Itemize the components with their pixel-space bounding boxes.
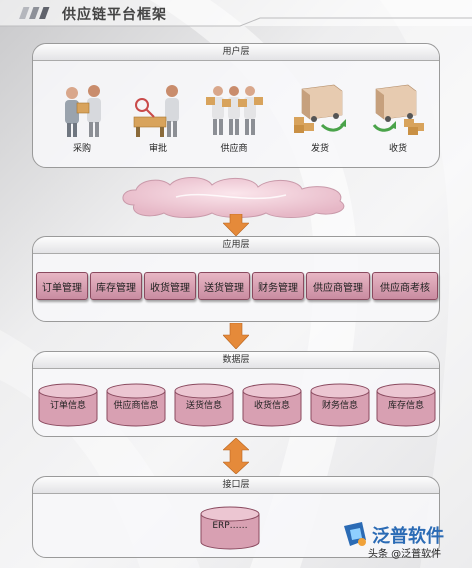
module-inventory-management: 库存管理: [90, 272, 142, 300]
down-arrow-icon: [223, 214, 249, 236]
module-delivery-management: 送货管理: [198, 272, 250, 300]
delivery-icon: [294, 84, 346, 133]
interface-store-erp: ERP……: [200, 506, 260, 550]
module-supplier-management: 供应商管理: [306, 272, 370, 300]
data-store-inventory: 库存信息: [376, 383, 436, 427]
role-label: 收货: [388, 144, 407, 154]
data-store-label: 送货信息: [185, 401, 222, 411]
data-store-label: 收货信息: [253, 401, 290, 411]
page-title: 供应链平台框架: [62, 7, 167, 23]
title-bar-background: [0, 0, 472, 27]
cloud-graphic: [122, 177, 345, 218]
module-finance-management: 财务管理: [252, 272, 304, 300]
module-receiving-management: 收货管理: [144, 272, 196, 300]
interface-layer-title: 接口层: [33, 477, 439, 494]
bidirectional-arrow-icon: [223, 438, 249, 474]
title-bar: 供应链平台框架: [0, 0, 472, 28]
logo-icon: [344, 522, 366, 546]
database-cylinder-icon: [242, 383, 302, 427]
down-arrow-icon: [223, 323, 249, 349]
interface-store-label: ERP……: [212, 521, 248, 531]
data-store-receiving: 收货信息: [242, 383, 302, 427]
application-layer-title: 应用层: [33, 237, 439, 254]
approval-icon: [133, 85, 179, 137]
role-label: 发货: [310, 144, 329, 154]
data-store-label: 财务信息: [321, 401, 358, 411]
data-store-label: 供应商信息: [113, 401, 159, 411]
database-cylinder-icon: [200, 506, 260, 550]
database-cylinder-icon: [174, 383, 234, 427]
database-cylinder-icon: [38, 383, 98, 427]
receiving-icon: [372, 84, 424, 135]
logo-text: 泛普软件: [372, 526, 444, 547]
role-label: 供应商: [220, 144, 248, 154]
module-supplier-evaluation: 供应商考核: [372, 272, 438, 300]
role-label: 审批: [148, 144, 167, 154]
data-store-order: 订单信息: [38, 383, 98, 427]
data-store-label: 订单信息: [49, 401, 86, 411]
role-buyer: 采购: [47, 79, 117, 154]
role-supplier: 供应商: [199, 79, 269, 154]
data-layer-panel: 数据层: [32, 351, 440, 437]
watermark-text: 头条 @泛普软件: [368, 549, 442, 560]
user-layer-title: 用户层: [33, 44, 439, 61]
data-store-delivery: 送货信息: [174, 383, 234, 427]
database-cylinder-icon: [376, 383, 436, 427]
role-approval: 审批: [123, 79, 193, 154]
data-store-supplier: 供应商信息: [106, 383, 166, 427]
module-order-management: 订单管理: [36, 272, 88, 300]
database-cylinder-icon: [310, 383, 370, 427]
database-cylinder-icon: [106, 383, 166, 427]
role-label: 采购: [72, 144, 91, 154]
data-store-finance: 财务信息: [310, 383, 370, 427]
buyer-icon: [65, 85, 101, 137]
data-layer-title: 数据层: [33, 352, 439, 369]
role-receiving: 收货: [363, 79, 433, 154]
supplier-icon: [206, 86, 263, 135]
role-delivery: 发货: [285, 79, 355, 154]
data-store-label: 库存信息: [387, 401, 424, 411]
